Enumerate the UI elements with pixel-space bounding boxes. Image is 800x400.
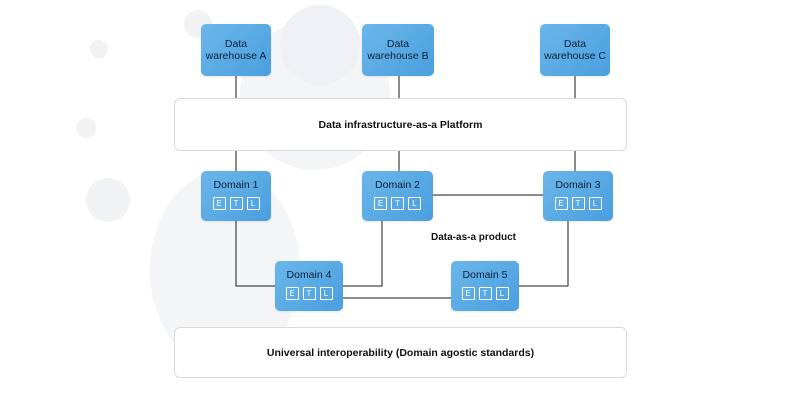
warehouse-a-label-line1: Data: [224, 38, 248, 50]
domain-3-label: Domain 3: [555, 179, 601, 191]
domain-3-box: Domain 3 E T L: [543, 171, 613, 221]
etl-badges: E T L: [374, 197, 421, 210]
etl-t-badge: T: [229, 197, 243, 210]
domain-4-label: Domain 4: [286, 269, 332, 281]
warehouse-c-label-line2: warehouse C: [544, 50, 606, 62]
platform-box: Data infrastructure-as-a Platform: [174, 98, 627, 151]
domain-1-label: Domain 1: [213, 179, 259, 191]
warehouse-c-box: Data warehouse C: [540, 24, 610, 76]
etl-t-badge: T: [478, 287, 492, 300]
connector-domain1-domain4: [235, 221, 275, 287]
interop-box: Universal interoperability (Domain agost…: [174, 327, 627, 378]
domain-1-box: Domain 1 E T L: [201, 171, 271, 221]
background-blob: [86, 178, 130, 222]
connector-domain2-domain4: [343, 221, 383, 287]
warehouse-b-label-line2: warehouse B: [367, 50, 429, 62]
warehouse-c-label-line1: Data: [563, 38, 587, 50]
background-blob: [280, 5, 360, 85]
warehouse-a-label-line2: warehouse A: [205, 50, 267, 62]
etl-badges: E T L: [285, 287, 333, 300]
etl-t-badge: T: [302, 287, 316, 300]
etl-badges: E T L: [212, 197, 260, 210]
etl-l-badge: L: [319, 287, 333, 300]
etl-e-badge: E: [285, 287, 299, 300]
etl-l-badge: L: [246, 197, 260, 210]
etl-l-badge: L: [588, 197, 602, 210]
platform-label: Data infrastructure-as-a Platform: [318, 118, 483, 131]
domain-2-box: Domain 2 E T L: [362, 171, 433, 221]
etl-e-badge: E: [374, 197, 387, 210]
etl-t-badge: T: [391, 197, 404, 210]
domain-4-box: Domain 4 E T L: [275, 261, 343, 311]
etl-l-badge: L: [495, 287, 509, 300]
connector-domain3-domain5: [519, 221, 569, 287]
etl-e-badge: E: [554, 197, 568, 210]
warehouse-b-label-line1: Data: [386, 38, 410, 50]
interop-label: Universal interoperability (Domain agost…: [266, 346, 535, 359]
etl-l-badge: L: [408, 197, 421, 210]
etl-badges: E T L: [554, 197, 602, 210]
background-blob: [76, 118, 96, 138]
domain-5-box: Domain 5 E T L: [451, 261, 519, 311]
etl-badges: E T L: [461, 287, 509, 300]
etl-e-badge: E: [461, 287, 475, 300]
background-blob: [90, 40, 108, 58]
domain-5-label: Domain 5: [462, 269, 508, 281]
product-label: Data-as-a product: [431, 232, 517, 243]
etl-t-badge: T: [571, 197, 585, 210]
warehouse-b-box: Data warehouse B: [362, 24, 434, 76]
warehouse-a-box: Data warehouse A: [201, 24, 271, 76]
etl-e-badge: E: [212, 197, 226, 210]
domain-2-label: Domain 2: [375, 179, 420, 191]
